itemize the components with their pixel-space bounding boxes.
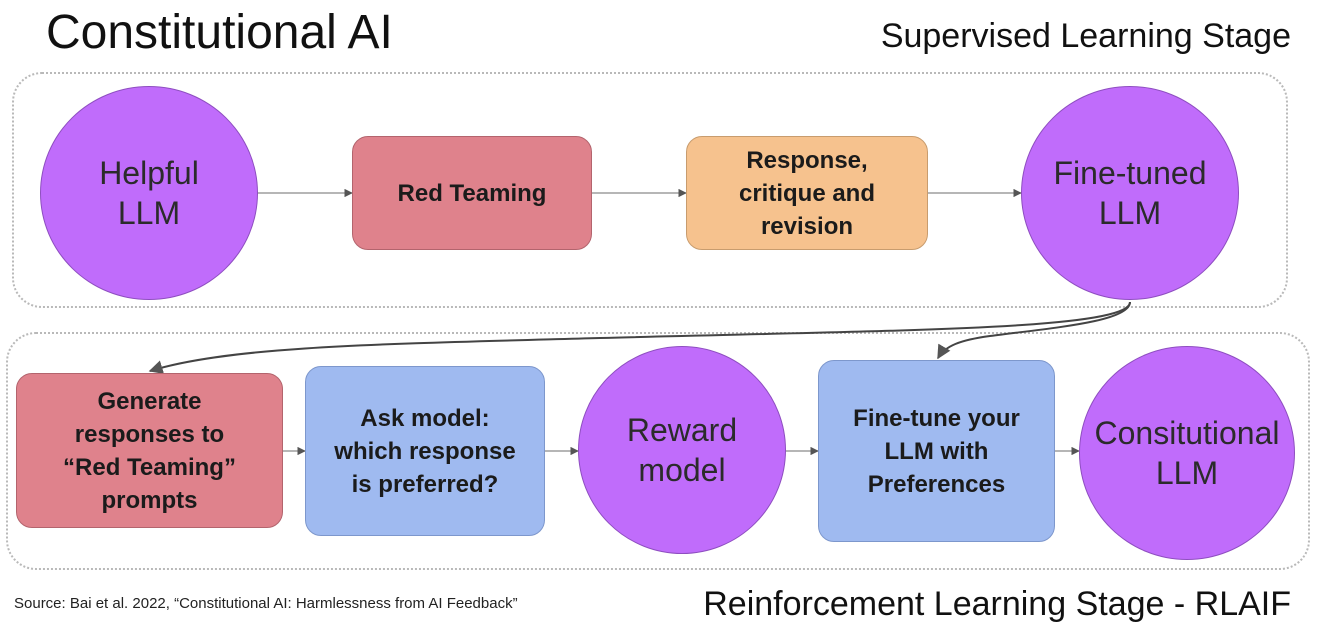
arrow-finetuned-to-generate	[148, 301, 1131, 374]
fine-tune-with-preferences-node: Fine-tune your LLM with Preferences	[818, 360, 1055, 542]
page-title: Constitutional AI	[46, 6, 393, 59]
fine-tuned-llm-node: Fine-tuned LLM	[1021, 86, 1239, 300]
response-critique-revision-node: Response, critique and revision	[686, 136, 928, 250]
ask-model-node: Ask model: which response is preferred?	[305, 366, 545, 536]
constitutional-llm-node: Consitutional LLM	[1079, 346, 1295, 560]
reward-model-node: Reward model	[578, 346, 786, 554]
red-teaming-node: Red Teaming	[352, 136, 592, 250]
reinforcement-stage-label: Reinforcement Learning Stage - RLAIF	[703, 585, 1291, 623]
helpful-llm-node: Helpful LLM	[40, 86, 258, 300]
source-citation: Source: Bai et al. 2022, “Constitutional…	[14, 595, 518, 612]
arrow-finetuned-to-finetune	[937, 301, 1131, 360]
generate-responses-node: Generate responses to “Red Teaming” prom…	[16, 373, 283, 528]
supervised-stage-label: Supervised Learning Stage	[880, 17, 1291, 55]
reinforcement-stage-container	[6, 332, 1310, 570]
supervised-stage-container	[12, 72, 1288, 308]
